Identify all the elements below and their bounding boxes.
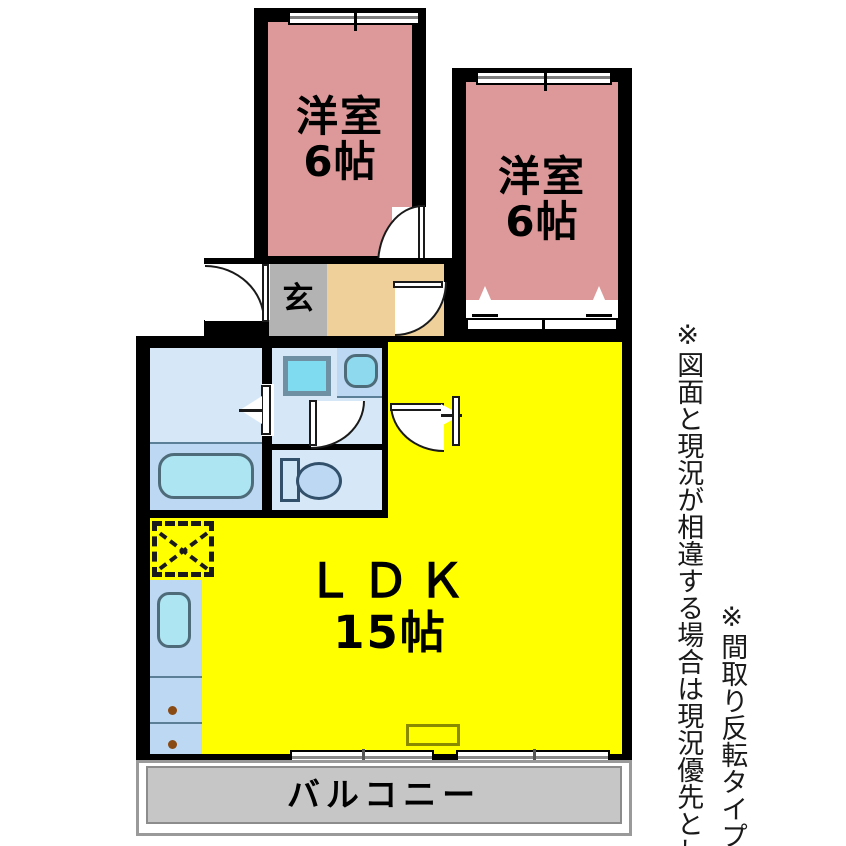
ldk-label: ＬＤＫ 15帖	[280, 552, 500, 662]
entrance-tile	[269, 264, 327, 336]
bedroom-right-size: 6帖	[505, 197, 579, 246]
bathroom-divider	[150, 442, 262, 444]
window-bedroom-left[interactable]	[288, 9, 420, 31]
burner-rear-icon	[168, 706, 177, 715]
vanity-basin	[344, 354, 378, 388]
ldk-name: ＬＤＫ	[306, 554, 474, 610]
balcony-text: バルコニー	[286, 775, 482, 815]
window-bedroom-right[interactable]	[476, 69, 612, 91]
closet-upper-door-zone	[466, 300, 618, 320]
burner-front-icon	[168, 740, 177, 749]
ldk-floor-outlet	[406, 724, 460, 746]
note-mirrored-layout: ※間取り反転タイプあり	[688, 478, 774, 846]
balcony-floor	[146, 766, 622, 824]
bath-door-fold-edge	[239, 409, 262, 412]
closet-upper-fold-left-edge	[472, 314, 498, 317]
bedroom-left-size: 6帖	[303, 137, 377, 186]
toilet-bowl	[296, 462, 342, 500]
note-drawing-disclaimer: ※図面と現況が相違する場合は現況優先とします。	[644, 196, 730, 846]
storage-door-fold-edge	[441, 414, 462, 417]
closet-upper-fold-right-edge	[586, 314, 612, 317]
entrance-door-panel[interactable]	[262, 264, 269, 322]
closet-upper-fold-left[interactable]	[472, 286, 498, 316]
bath-door-panel[interactable]	[261, 385, 271, 435]
washing-machine-space	[283, 356, 331, 396]
entrance-label: 玄	[269, 264, 327, 336]
bedroom-left-label: 洋室 6帖	[268, 80, 412, 200]
ldk-door-panel[interactable]	[390, 403, 444, 411]
washroom-door-panel[interactable]	[309, 400, 317, 446]
hall-door-panel[interactable]	[393, 281, 443, 288]
bedroom-right-label: 洋室 6帖	[466, 140, 618, 260]
kitchen-counter-edge	[150, 676, 202, 678]
note-drawing-disclaimer-text: ※図面と現況が相違する場合は現況優先とします。	[672, 320, 704, 846]
stove-divider	[150, 722, 202, 724]
vanity-counter-edge	[337, 396, 382, 398]
kitchen-sink	[157, 592, 191, 648]
ldk-size: 15帖	[333, 606, 447, 660]
storage-door-panel[interactable]	[452, 396, 460, 446]
closet-upper-fold-right[interactable]	[586, 286, 612, 316]
bedroom-left-name: 洋室	[295, 92, 384, 142]
bath-tub	[158, 453, 254, 499]
bedroom-right-floor	[466, 82, 618, 320]
refrigerator-space	[152, 521, 214, 577]
bedroom-right-name: 洋室	[497, 152, 586, 202]
bedroom-left-floor	[268, 22, 412, 256]
entrance-text: 玄	[282, 281, 314, 318]
balcony-label: バルコニー	[146, 766, 622, 824]
note-mirrored-layout-text: ※間取り反転タイプあり	[716, 602, 748, 846]
